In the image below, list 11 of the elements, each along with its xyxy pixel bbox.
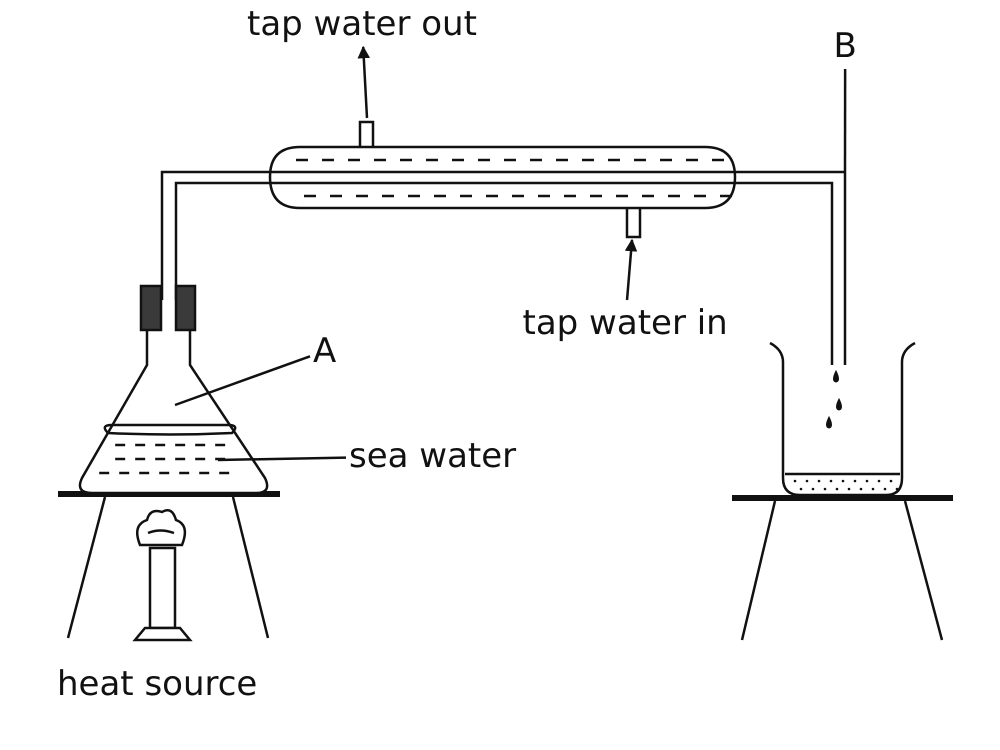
callout-label: A bbox=[313, 331, 336, 371]
leader-line bbox=[174, 355, 310, 406]
callout-label: sea water bbox=[349, 436, 516, 476]
caption-label: heat source bbox=[57, 664, 258, 704]
arrow bbox=[624, 238, 638, 300]
callout-label: tap water in bbox=[522, 303, 728, 343]
leader-line bbox=[844, 69, 846, 171]
leader-line bbox=[218, 456, 346, 462]
arrow bbox=[358, 46, 370, 118]
callout-label: B bbox=[834, 26, 857, 66]
callout-label: tap water out bbox=[247, 4, 477, 44]
